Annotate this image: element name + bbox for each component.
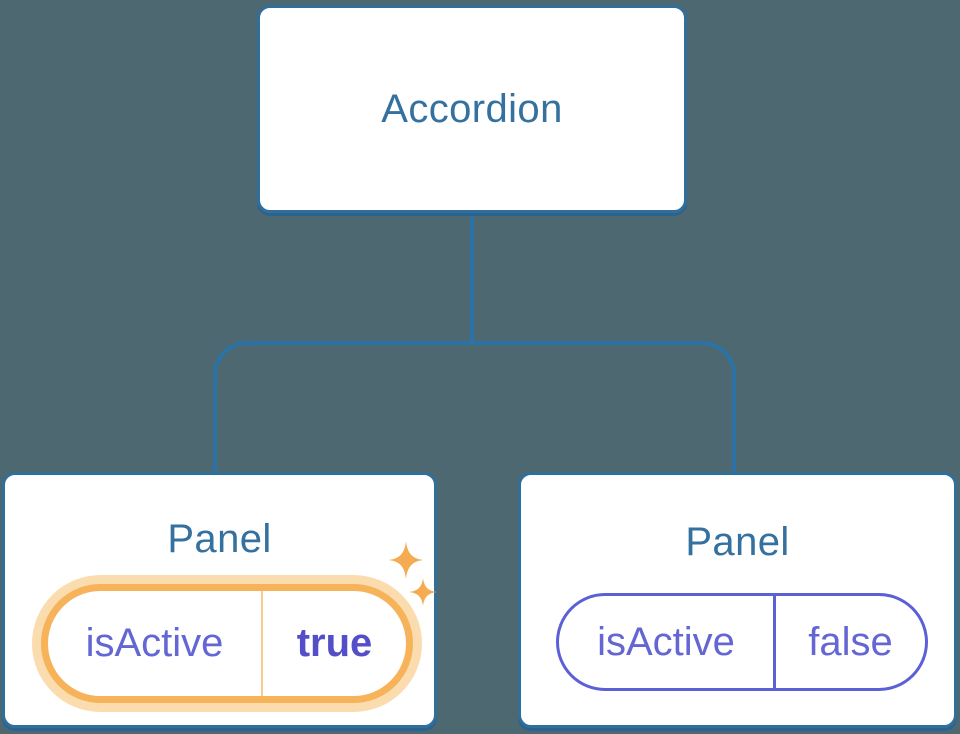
connector-branch: [213, 341, 736, 472]
panel-title: Panel: [685, 520, 790, 564]
panel-node-active: Panel isActive true: [2, 472, 437, 728]
state-pill-active: isActive true: [41, 584, 413, 703]
sparkle-icon-large: [389, 541, 423, 579]
state-value-label: true: [296, 621, 373, 665]
panel-title: Panel: [167, 517, 272, 561]
sparkle-icon-small: [409, 578, 437, 606]
accordion-label: Accordion: [381, 86, 563, 131]
pill-divider: [773, 596, 776, 688]
state-value-label: false: [808, 619, 893, 664]
panel-node-inactive: Panel isActive false: [518, 472, 957, 728]
state-pill-inactive: isActive false: [556, 593, 928, 691]
state-key-label: isActive: [597, 619, 735, 664]
accordion-node: Accordion: [257, 5, 687, 213]
connector-stem: [470, 210, 474, 344]
pill-divider: [261, 591, 263, 696]
state-key-label: isActive: [85, 621, 224, 665]
